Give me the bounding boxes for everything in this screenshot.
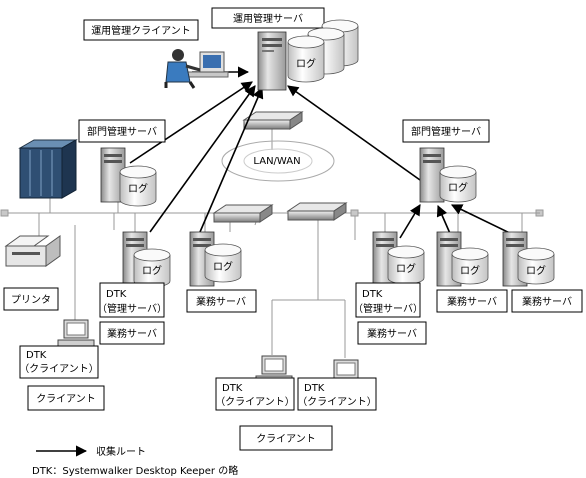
disk-cylinder-icon — [387, 245, 425, 285]
business-server-left-dtk: ログ DTK （管理サーバ） 業務サーバ — [97, 231, 171, 345]
dtk-client-label: （クライアント） — [297, 396, 377, 408]
dept-server-left-label-box — [78, 119, 166, 143]
dept-server-right-log: ログ — [448, 181, 468, 194]
business-server-r2: ログ 業務サーバ — [436, 231, 508, 313]
printer: プリンタ — [3, 235, 61, 311]
ops-server-label-box — [211, 7, 325, 29]
ops-server: 運用管理サーバ ログ — [211, 7, 359, 91]
dtk-mgmt-server-label: （管理サーバ） — [353, 302, 423, 315]
dtk-client-center2-box — [297, 377, 377, 411]
dtk-client-label: （クライアント） — [215, 396, 295, 408]
lan-wan-cloud: LAN/WAN — [221, 140, 335, 182]
business-server-mid-label: 業務サーバ — [196, 295, 246, 308]
dept-server-left-log: ログ — [128, 182, 148, 195]
business-server-right-dtk: ログ DTK （管理サーバ） 業務サーバ — [353, 231, 427, 345]
ops-client-label: 運用管理クライアント — [91, 24, 191, 37]
client-left-label-box — [27, 385, 105, 411]
business-server-left-label-box — [99, 321, 165, 345]
operator-icon — [164, 49, 229, 89]
dept-server-right: 部門管理サーバ ログ — [402, 119, 490, 203]
disk-cylinder-icon — [451, 247, 489, 285]
client-center-label: クライアント — [256, 433, 316, 445]
business-server-right-log: ログ — [396, 262, 416, 275]
business-server-right-label: 業務サーバ — [367, 327, 417, 340]
ops-server-label: 運用管理サーバ — [233, 12, 303, 25]
dept-server-left: 部門管理サーバ ログ — [78, 119, 166, 207]
pc-client-icon — [57, 319, 95, 348]
dtk-label: DTK — [304, 383, 325, 394]
disk-cylinder-icon — [119, 165, 157, 207]
dept-server-left-label: 部門管理サーバ — [87, 125, 157, 138]
client-center-label-box — [239, 425, 333, 451]
client-left: DTK （クライアント） クライアント — [19, 319, 105, 411]
ops-client: 運用管理クライアント — [83, 19, 229, 89]
business-server-r3-label-box — [511, 289, 583, 313]
legend: 収集ルート DTK：Systemwalker Desktop Keeper の略 — [32, 445, 238, 477]
ops-client-label-box — [83, 19, 199, 41]
dtk-mgmt-server-right-box — [355, 282, 421, 318]
dtk-client-center1-box — [215, 377, 295, 411]
disk-cylinder-icon — [439, 165, 477, 203]
disk-cylinder-icon — [287, 19, 359, 83]
router-icon — [286, 202, 348, 221]
printer-icon — [4, 235, 61, 267]
business-server-r3-log: ログ — [526, 264, 546, 277]
dtk-label: DTK — [26, 350, 47, 361]
server-tower-icon — [257, 31, 287, 91]
dtk-client-left-box — [19, 345, 99, 379]
client-center: DTK （クライアント） DTK （クライアント） クライアント — [215, 355, 377, 451]
ops-server-log: ログ — [296, 57, 316, 70]
server-tower-icon — [502, 231, 528, 287]
business-server-r3-label: 業務サーバ — [522, 295, 572, 308]
business-server-r2-log: ログ — [460, 264, 480, 277]
business-server-left-log: ログ — [142, 264, 162, 277]
dtk-client-label: （クライアント） — [19, 363, 99, 375]
router-icon — [212, 204, 274, 223]
footnote: DTK：Systemwalker Desktop Keeper の略 — [32, 464, 238, 477]
business-server-right-label-box — [357, 321, 427, 345]
dtk-mgmt-server-label: （管理サーバ） — [97, 302, 167, 315]
business-server-mid-log: ログ — [213, 260, 233, 273]
printer-label-box — [3, 287, 59, 311]
business-server-r2-label: 業務サーバ — [447, 295, 497, 308]
dtk-mgmt-server-left-box — [99, 282, 165, 318]
router-icon — [242, 111, 304, 130]
dtk-label: DTK — [222, 383, 243, 394]
dtk-label: DTK — [106, 289, 127, 300]
dept-server-right-label-box — [402, 119, 490, 143]
business-server-r2-label-box — [436, 289, 508, 313]
printer-label: プリンタ — [11, 294, 51, 306]
client-left-label: クライアント — [36, 393, 96, 405]
business-server-left-label: 業務サーバ — [107, 327, 157, 340]
disk-cylinder-icon — [204, 243, 242, 283]
business-server-mid: ログ 業務サーバ — [186, 231, 257, 313]
business-server-mid-label-box — [186, 289, 257, 313]
mainframe-icon — [18, 139, 78, 199]
lan-wan-label: LAN/WAN — [253, 156, 300, 167]
business-server-r3: ログ 業務サーバ — [502, 231, 583, 313]
disk-cylinder-icon — [517, 247, 555, 285]
dept-server-right-label: 部門管理サーバ — [411, 125, 481, 138]
legend-route-label: 収集ルート — [96, 445, 146, 458]
dtk-label: DTK — [362, 289, 383, 300]
